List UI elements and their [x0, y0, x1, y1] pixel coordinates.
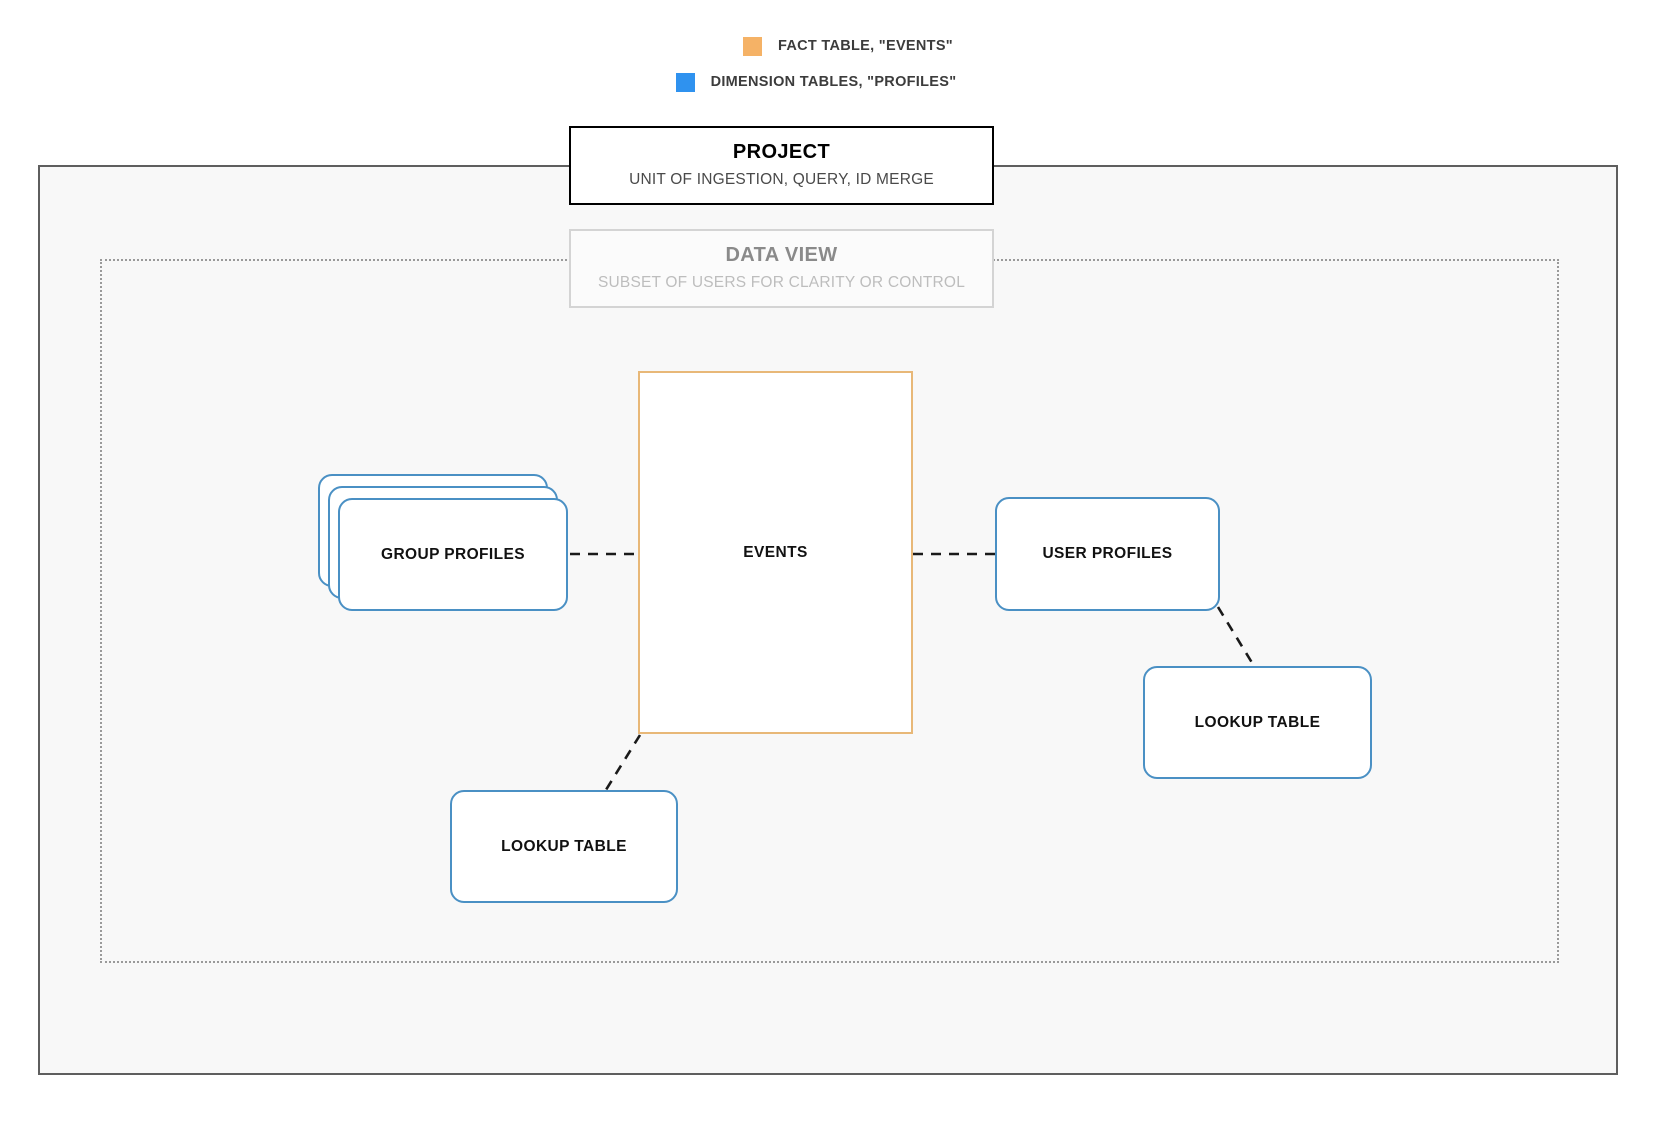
project-title: PROJECT: [732, 141, 831, 163]
legend-label-fact-table: FACT TABLE, "EVENTS": [778, 38, 953, 54]
node-group-profiles[interactable]: GROUP PROFILES: [318, 474, 570, 611]
node-lookup-table-right[interactable]: LOOKUP TABLE: [1143, 666, 1372, 779]
node-user-profiles[interactable]: USER PROFILES: [995, 497, 1220, 611]
data-view-title: DATA VIEW: [725, 244, 838, 266]
node-events[interactable]: EVENTS: [638, 371, 913, 734]
node-lookup-table-left-label: LOOKUP TABLE: [501, 837, 627, 855]
project-header-box: PROJECT UNIT OF INGESTION, QUERY, ID MER…: [569, 126, 994, 205]
data-view-subtitle: SUBSET OF USERS FOR CLARITY OR CONTROL: [597, 274, 966, 291]
legend-item-dimension-tables: DIMENSION TABLES, "PROFILES": [0, 64, 1648, 100]
legend-item-fact-table: FACT TABLE, "EVENTS": [16, 28, 1664, 64]
square-swatch-icon-dimension: [675, 72, 695, 92]
project-subtitle: UNIT OF INGESTION, QUERY, ID MERGE: [629, 171, 934, 188]
node-lookup-table-left[interactable]: LOOKUP TABLE: [450, 790, 678, 903]
node-events-label: EVENTS: [743, 543, 808, 561]
square-swatch-icon-fact: [743, 36, 763, 56]
node-lookup-table-right-label: LOOKUP TABLE: [1194, 713, 1321, 731]
data-view-header-box: DATA VIEW SUBSET OF USERS FOR CLARITY OR…: [569, 229, 994, 308]
group-profiles-card-front[interactable]: GROUP PROFILES: [338, 498, 568, 611]
node-user-profiles-label: USER PROFILES: [1042, 545, 1173, 562]
node-group-profiles-label: GROUP PROFILES: [381, 545, 525, 563]
legend-label-dimension-tables: DIMENSION TABLES, "PROFILES": [710, 74, 957, 90]
legend: FACT TABLE, "EVENTS" DIMENSION TABLES, "…: [0, 28, 1664, 100]
